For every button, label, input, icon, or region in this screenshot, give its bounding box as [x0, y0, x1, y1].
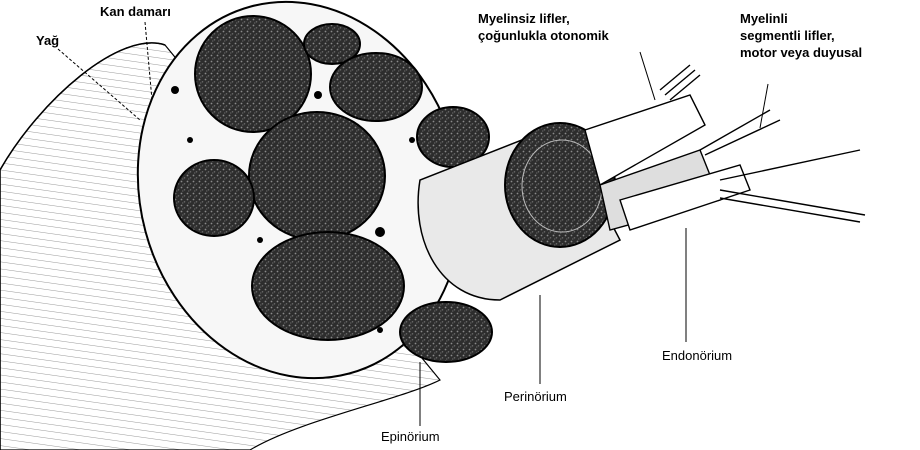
nerve-fibers: [585, 65, 865, 230]
fascicle: [249, 112, 385, 240]
fascicle: [252, 232, 404, 340]
label-myelinli-line3: motor veya duyusal: [740, 44, 862, 61]
label-myelinli-line2: segmentli lifler,: [740, 27, 862, 44]
label-kan-damari: Kan damarı: [100, 3, 171, 20]
label-myelinsiz-lifler: Myelinsiz lifler, çoğunlukla otonomik: [478, 10, 609, 44]
label-yag: Yağ: [36, 32, 59, 49]
label-myelinsiz-line1: Myelinsiz lifler,: [478, 10, 609, 27]
label-myelinli-line1: Myelinli: [740, 10, 862, 27]
fascicle: [174, 160, 254, 236]
label-epinorium: Epinörium: [381, 428, 440, 445]
label-perinorium: Perinörium: [504, 388, 567, 405]
fascicle: [195, 16, 311, 132]
fascicle: [330, 53, 422, 121]
label-myelinsiz-line2: çoğunlukla otonomik: [478, 27, 609, 44]
label-endonorium: Endonörium: [662, 347, 732, 364]
fascicle: [400, 302, 492, 362]
label-myelinli-lifler: Myelinli segmentli lifler, motor veya du…: [740, 10, 862, 61]
